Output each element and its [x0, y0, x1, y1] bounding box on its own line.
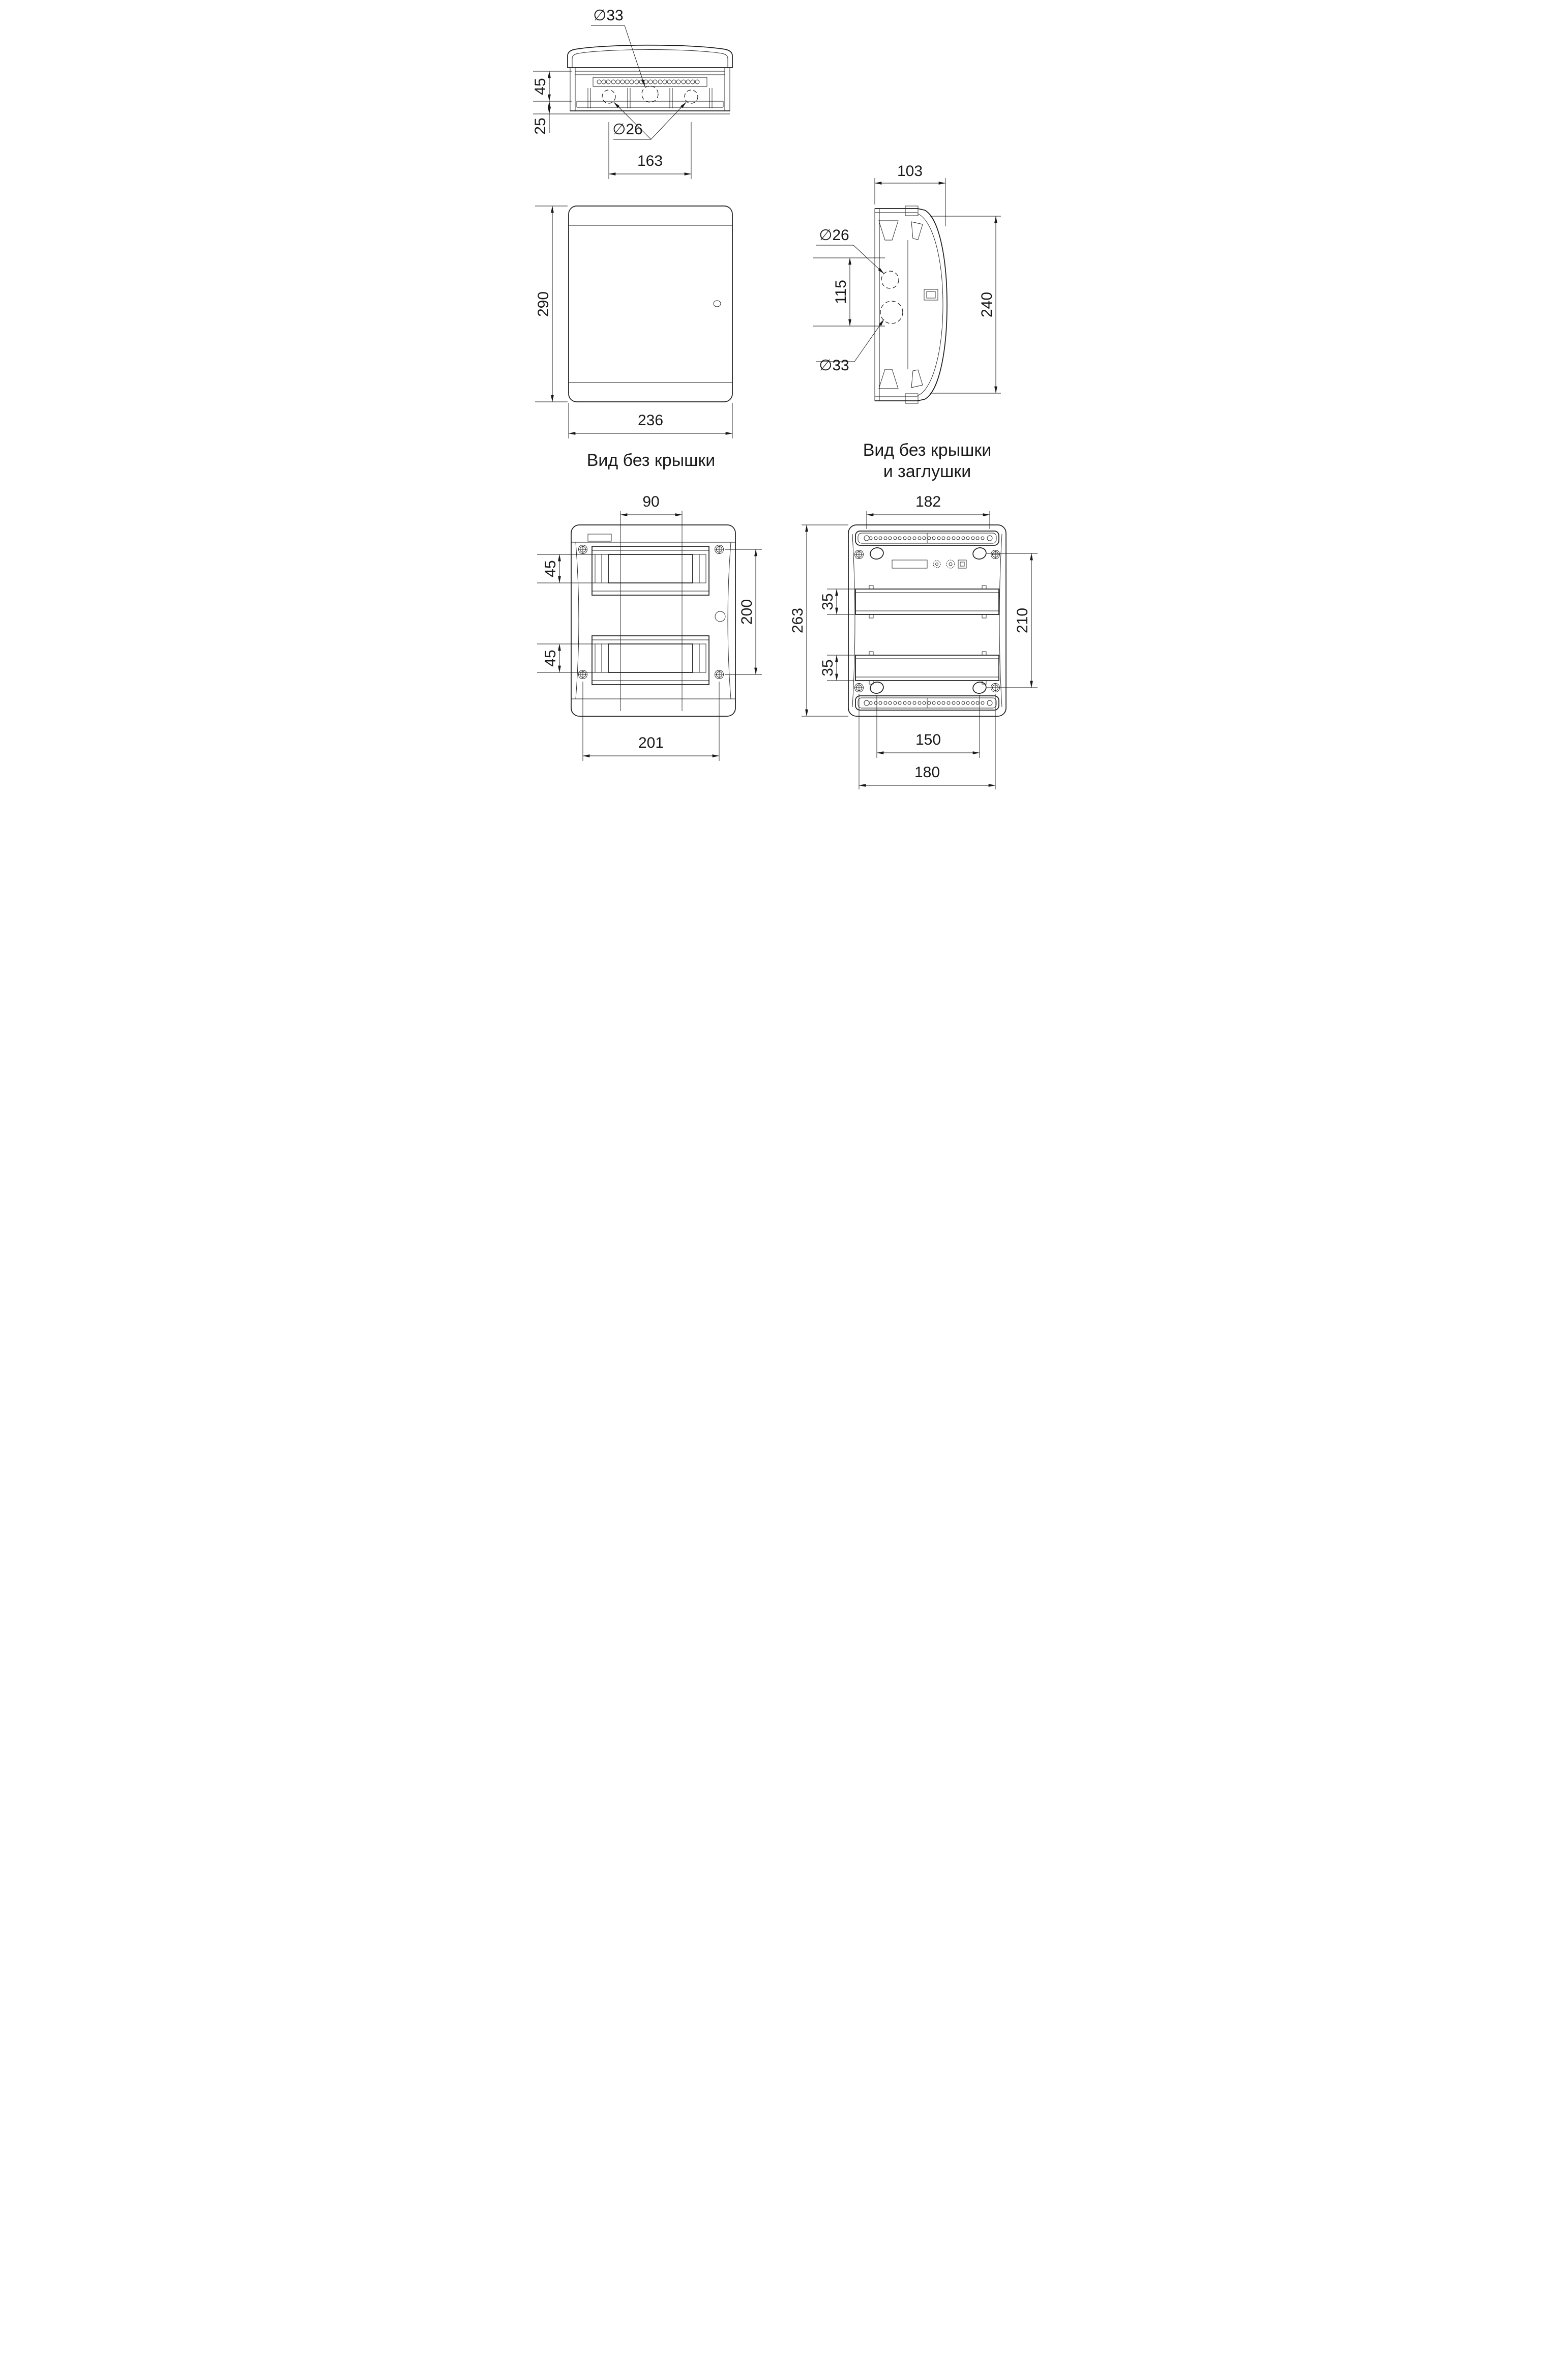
caption-no-cover-plug-line1: Вид без крышки [863, 440, 991, 460]
screw-icon [578, 670, 587, 679]
terminal-strip-bottom [854, 695, 999, 711]
leader-33 [624, 25, 645, 87]
label-window [587, 534, 611, 542]
dim-210-label: 210 [1014, 608, 1031, 633]
front-view: 290 236 [535, 205, 733, 438]
din-row-2 [591, 635, 709, 685]
dim-180-label: 180 [914, 764, 939, 781]
screw-icon [854, 683, 864, 692]
cover-profile-outer [917, 208, 948, 401]
leader-26-right [650, 102, 686, 140]
dim-25-label: 25 [532, 118, 549, 134]
caption-no-cover: Вид без крышки [586, 451, 715, 470]
terminal-strip-top [854, 531, 999, 546]
side-section-view: 103 240 115 ∅26 ∅33 [812, 163, 1001, 404]
leader-26-left [613, 102, 651, 140]
screw-icon [578, 545, 587, 554]
square-port [958, 560, 966, 569]
screw-icon [714, 545, 724, 554]
rib-funnel [878, 220, 899, 241]
lock-hole [713, 300, 721, 307]
dim-263-label: 263 [789, 608, 806, 633]
screw-icon [990, 550, 1000, 559]
dim-45b-label: 45 [542, 650, 559, 666]
side-knockout-33 [879, 301, 903, 324]
dim-35a-label: 35 [819, 593, 836, 610]
latch-hole [715, 611, 725, 622]
cover-outline [567, 44, 733, 68]
cover-profile-inner [917, 213, 943, 396]
side-dia-26-label: ∅26 [819, 227, 849, 244]
top-section-view: 45 25 163 ∅33 ∅26 [532, 7, 733, 179]
bottom-latch-block [905, 393, 918, 404]
dim-201-label: 201 [638, 735, 663, 751]
dim-150-label: 150 [915, 731, 940, 748]
knockout-33-center [641, 85, 659, 103]
leader-side-26 [853, 245, 884, 274]
dim-163-label: 163 [637, 153, 662, 169]
cover-latch [924, 289, 938, 301]
knurled-knob-icon [946, 560, 955, 569]
dim-45a-label: 45 [542, 560, 559, 577]
screw-icon [854, 550, 864, 559]
left-waist-line [575, 542, 579, 699]
sheet-background [522, 0, 1046, 793]
interior-ribs [587, 88, 712, 108]
dim-182-label: 182 [915, 493, 940, 510]
technical-drawing-canvas: 45 25 163 ∅33 ∅26 290 236 [522, 0, 1046, 793]
dia-26-label: ∅26 [612, 121, 643, 138]
leader-side-33 [854, 319, 884, 362]
mounting-bar [576, 101, 723, 108]
side-dia-33-label: ∅33 [819, 357, 849, 374]
cover-latch-inner [926, 291, 935, 299]
terminal-strip [593, 77, 707, 87]
side-knockout-26 [880, 271, 899, 289]
dia-33-label: ∅33 [593, 7, 624, 24]
dim-240-label: 240 [979, 292, 995, 317]
no-cover-view: 90 45 45 200 201 [537, 493, 762, 761]
square-port-inner [960, 562, 964, 567]
screw-icon [714, 670, 724, 679]
dim-115-label: 115 [833, 280, 849, 304]
label-window [892, 560, 927, 569]
front-outline [568, 205, 733, 402]
dim-90-label: 90 [642, 493, 659, 510]
din-rail-2 [854, 651, 999, 685]
knockout-26-left [601, 90, 616, 104]
dim-236-label: 236 [637, 412, 663, 429]
left-waist-line [852, 534, 855, 708]
back-box-outline [847, 524, 1007, 717]
dim-35b-label: 35 [819, 659, 836, 676]
drawing-page: 45 25 163 ∅33 ∅26 290 236 [522, 0, 1046, 793]
right-waist-line [727, 542, 731, 699]
open-box-outline [570, 524, 736, 717]
dim-45-label: 45 [532, 78, 549, 95]
top-latch-block [905, 205, 918, 216]
dim-200-label: 200 [738, 599, 755, 625]
knurled-knob-icon [933, 560, 940, 568]
dim-290-label: 290 [535, 291, 552, 317]
no-cover-plug-view: 182 263 35 35 210 150 180 [789, 493, 1038, 789]
rib-funnel [910, 369, 923, 388]
rib-funnel [910, 221, 923, 240]
knockout-26-right [684, 90, 698, 104]
cover-inner-line [572, 49, 728, 68]
rib-funnel [878, 369, 899, 389]
din-rail-1 [854, 585, 999, 619]
caption-no-cover-plug-line2: и заглушки [883, 462, 971, 481]
right-waist-line [999, 534, 1002, 708]
din-row-1 [591, 546, 709, 596]
dim-103-label: 103 [897, 163, 922, 180]
